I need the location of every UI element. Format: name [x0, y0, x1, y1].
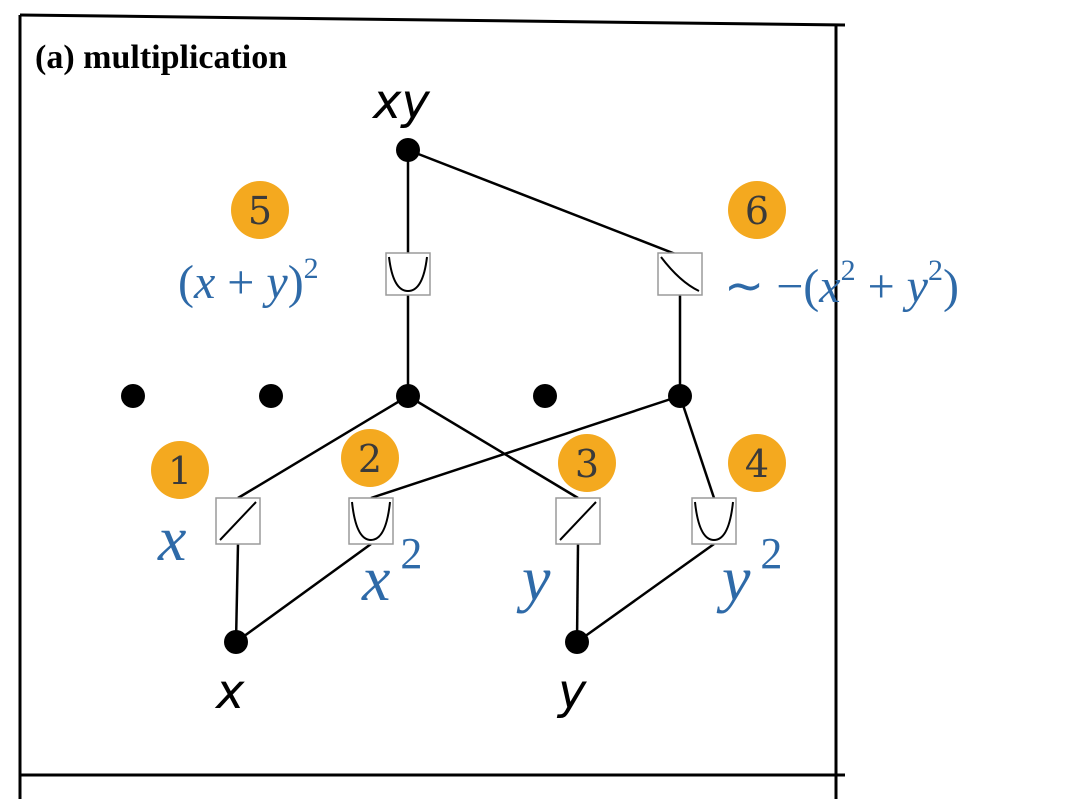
activation-box-6 — [657, 252, 703, 296]
parabola-curve-icon — [351, 501, 391, 542]
activation-box-3 — [555, 497, 601, 545]
expr-4: y 2 — [716, 529, 782, 614]
expr-2-power: 2 — [400, 529, 422, 578]
expr-5-y: y — [261, 256, 288, 309]
expr-5: (x + y)2 — [178, 252, 319, 309]
expr-6: ∼ −(x2 + y2) — [724, 254, 959, 313]
expr-6-ypow: 2 — [928, 254, 943, 287]
hidden-node-1 — [121, 384, 145, 408]
badge-6: 6 — [728, 181, 786, 239]
badge-5-number: 5 — [248, 189, 272, 233]
hidden-node-2 — [259, 384, 283, 408]
expr-3: y — [516, 543, 551, 614]
parabola-curve-icon — [694, 501, 734, 542]
badge-6-number: 6 — [745, 189, 769, 233]
expr-5-plus: + — [215, 256, 266, 309]
frame-top — [19, 13, 846, 27]
decreasing-curve-icon — [660, 256, 700, 292]
expr-6-close: ) — [943, 260, 959, 313]
panel-title: (a) multiplication — [35, 39, 287, 76]
edge-hidden1-to-a3 — [407, 394, 579, 500]
expr-1: x — [157, 503, 186, 574]
edge-hidden2-to-a2 — [370, 394, 681, 500]
edge-a4-to-y — [576, 542, 715, 644]
expr-6-xpow: 2 — [841, 254, 856, 287]
expr-5-power: 2 — [304, 252, 319, 285]
badge-5: 5 — [231, 181, 289, 239]
badge-3: 3 — [558, 434, 616, 492]
expr-2: x 2 — [361, 529, 422, 614]
badge-1: 1 — [151, 441, 209, 499]
hidden-node-5 — [668, 384, 692, 408]
edge-xy-to-a6 — [407, 148, 679, 257]
expr-5-open: ( — [178, 256, 194, 309]
expr-6-tilde: ∼ −( — [724, 260, 819, 313]
expr-2-var: x — [361, 543, 390, 614]
badge-2: 2 — [341, 429, 399, 487]
nodes — [121, 138, 692, 654]
parabola-curve-icon — [388, 256, 428, 293]
badge-1-number: 1 — [168, 449, 192, 493]
hidden-node-4 — [533, 384, 557, 408]
edge-a1-to-x — [234, 543, 240, 643]
expr-5-x: x — [193, 256, 215, 309]
output-node — [396, 138, 420, 162]
linear-curve-icon — [559, 501, 597, 541]
linear-curve-icon — [219, 501, 257, 541]
expr-5-close: ) — [288, 256, 304, 309]
expr-1-var: x — [157, 503, 186, 574]
expr-3-var: y — [516, 543, 551, 614]
badge-4-number: 4 — [745, 442, 769, 486]
input-label-x: x — [214, 664, 245, 720]
badge-2-number: 2 — [358, 437, 382, 481]
hidden-node-3 — [396, 384, 420, 408]
badge-4: 4 — [728, 434, 786, 492]
activation-box-2 — [348, 497, 394, 545]
edge-hidden2-to-a4 — [678, 395, 716, 499]
input-node-y — [565, 630, 589, 654]
expr-6-y: y — [902, 260, 929, 313]
activation-box-5 — [385, 252, 431, 296]
activation-box-1 — [215, 497, 261, 545]
expr-4-var: y — [716, 543, 751, 614]
expr-6-x: x — [818, 260, 840, 313]
badge-3-number: 3 — [575, 442, 599, 486]
edge-hidden1-to-a1 — [237, 394, 409, 500]
expr-6-plus: + — [856, 260, 907, 313]
output-label: xy — [371, 74, 430, 130]
input-label-y: y — [556, 664, 587, 720]
input-node-x — [224, 630, 248, 654]
activation-box-4 — [691, 497, 737, 545]
expr-4-power: 2 — [760, 529, 782, 578]
edge-a3-to-y — [575, 543, 580, 643]
edges — [234, 148, 716, 644]
edge-a2-to-x — [235, 542, 372, 644]
